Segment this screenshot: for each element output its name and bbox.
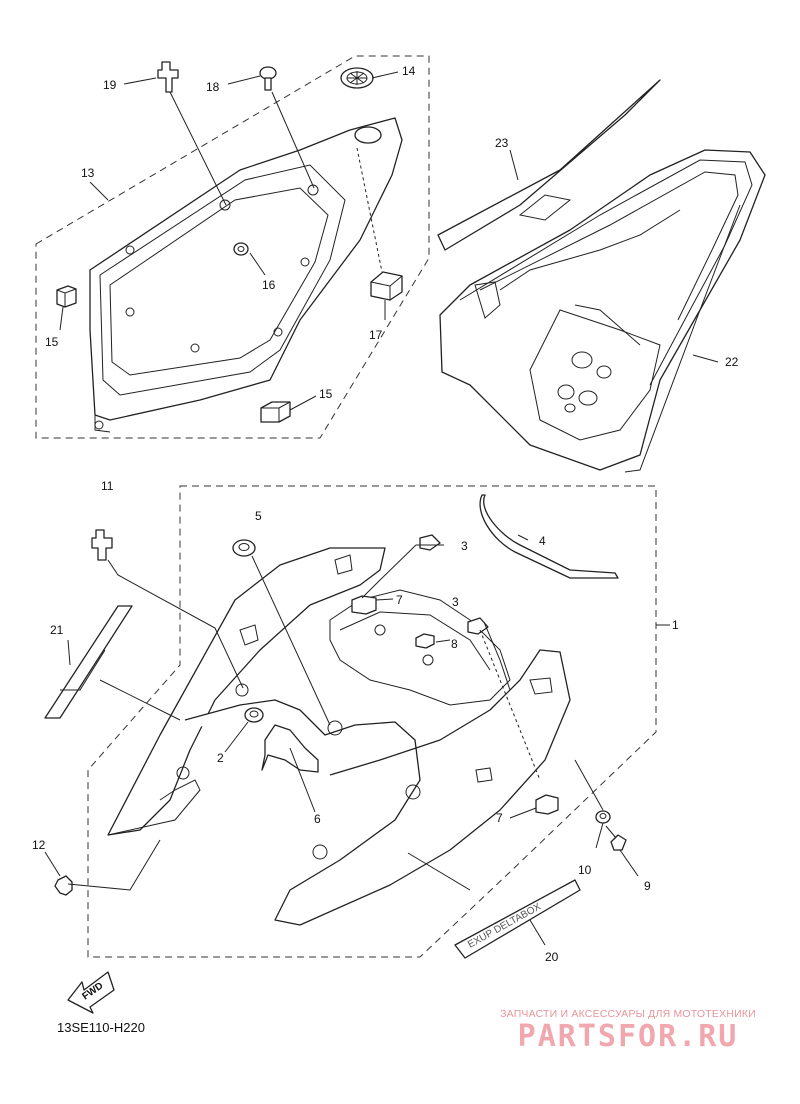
damper-7-bottom bbox=[535, 794, 559, 815]
callout-23: 23 bbox=[495, 136, 509, 150]
callout-5: 5 bbox=[255, 509, 262, 523]
grommet-16 bbox=[233, 242, 249, 256]
emblem-20: EXUP DELTABOX bbox=[454, 879, 581, 959]
damper-7-top bbox=[351, 595, 377, 615]
damper-15-bottom bbox=[260, 401, 291, 423]
callout-11: 11 bbox=[101, 479, 114, 493]
callout-8: 8 bbox=[451, 637, 458, 651]
damper-15-left bbox=[56, 285, 77, 308]
callout-13: 13 bbox=[81, 166, 95, 180]
callout-17: 17 bbox=[369, 328, 383, 342]
diagram-code: 13SE110-H220 bbox=[57, 1020, 145, 1035]
group-1-boundary bbox=[87, 485, 657, 958]
decal-21 bbox=[44, 605, 133, 719]
leaders-lower bbox=[44, 534, 670, 946]
nut-3-mid bbox=[467, 617, 489, 635]
callout-18: 18 bbox=[206, 80, 220, 94]
callout-7-bottom: 7 bbox=[496, 811, 503, 825]
screw-9 bbox=[605, 825, 627, 851]
callout-15-bottom: 15 bbox=[319, 387, 333, 401]
callout-3-top: 3 bbox=[461, 539, 468, 553]
callout-19: 19 bbox=[103, 78, 117, 92]
nut-3-top bbox=[419, 534, 441, 551]
fwd-arrow-icon: FWD bbox=[67, 971, 115, 1014]
callout-1: 1 bbox=[672, 618, 679, 632]
side-cover-1 bbox=[107, 547, 571, 926]
leaders-upper bbox=[59, 71, 399, 411]
callout-7-top: 7 bbox=[396, 593, 403, 607]
callout-21: 21 bbox=[50, 623, 64, 637]
watermark-subtitle: ЗАПЧАСТИ И АКСЕССУАРЫ ДЛЯ МОТОТЕХНИКИ bbox=[500, 1008, 756, 1020]
emblem-text: EXUP DELTABOX bbox=[466, 901, 543, 950]
callout-14: 14 bbox=[402, 64, 416, 78]
group-13-boundary bbox=[35, 55, 430, 439]
callout-9: 9 bbox=[644, 879, 651, 893]
fastener-11 bbox=[91, 529, 113, 561]
fastener-19 bbox=[157, 61, 179, 93]
callout-2: 2 bbox=[217, 751, 224, 765]
grommet-10 bbox=[595, 810, 611, 824]
damper-17 bbox=[370, 271, 403, 301]
fastener-12 bbox=[54, 875, 73, 896]
inner-panel-13 bbox=[89, 117, 403, 433]
tail-cowl-22 bbox=[439, 149, 766, 473]
leaders-tail bbox=[509, 149, 719, 363]
screw-18 bbox=[259, 66, 277, 91]
callout-16: 16 bbox=[262, 278, 276, 292]
callout-labels: 1 2 3 3 4 5 6 7 7 8 9 10 11 12 13 14 15 … bbox=[32, 64, 739, 964]
grommet-2 bbox=[244, 707, 264, 723]
strip-4 bbox=[479, 494, 619, 579]
callout-3-mid: 3 bbox=[452, 595, 459, 609]
grommet-14 bbox=[340, 67, 374, 89]
callout-22: 22 bbox=[725, 355, 739, 369]
watermark: ЗАПЧАСТИ И АКСЕССУАРЫ ДЛЯ МОТОТЕХНИКИ PA… bbox=[468, 1008, 788, 1054]
grommet-5 bbox=[232, 539, 256, 557]
damper-8 bbox=[415, 633, 435, 649]
watermark-brand: PARTSFOR.RU bbox=[517, 1019, 739, 1054]
callout-10: 10 bbox=[578, 863, 592, 877]
decal-23 bbox=[437, 79, 661, 251]
callout-12: 12 bbox=[32, 838, 46, 852]
callout-4: 4 bbox=[539, 534, 546, 548]
callout-6: 6 bbox=[314, 812, 321, 826]
callout-15-left: 15 bbox=[45, 335, 59, 349]
callout-20: 20 bbox=[545, 950, 559, 964]
